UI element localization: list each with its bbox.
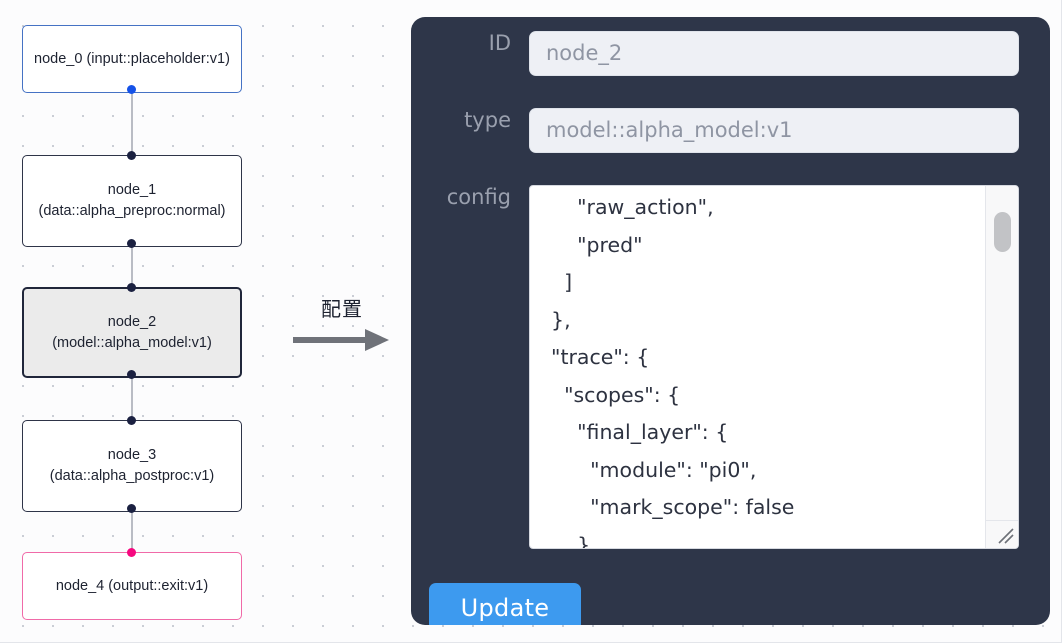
config-scrollbar-thumb[interactable]	[994, 212, 1011, 252]
port-node_1-out[interactable]	[127, 239, 136, 248]
id-input[interactable]: node_2	[529, 31, 1019, 76]
edge-node0-node1	[131, 89, 133, 159]
update-button[interactable]: Update	[429, 583, 581, 625]
graph-node-label: node_4 (output::exit:v1)	[55, 577, 209, 594]
graph-node-label: node_3 (data::alpha_postproc:v1)	[49, 447, 215, 484]
port-node_4-in[interactable]	[127, 548, 136, 557]
graph-node-node_3[interactable]: node_3 (data::alpha_postproc:v1)	[22, 420, 242, 512]
graph-node-node_1[interactable]: node_1 (data::alpha_preproc:normal)	[22, 155, 242, 247]
graph-node-label: node_0 (input::placeholder:v1)	[34, 50, 230, 67]
graph-node-node_2[interactable]: node_2 (model::alpha_model:v1)	[22, 287, 242, 378]
graph-node-label: node_1 (data::alpha_preproc:normal)	[38, 182, 226, 219]
graph-node-node_0[interactable]: node_0 (input::placeholder:v1)	[22, 25, 242, 93]
arrow-right-icon	[293, 329, 389, 351]
port-node_3-in[interactable]	[127, 416, 136, 425]
port-node_2-in[interactable]	[127, 283, 136, 292]
config-textarea-wrapper: "raw_action", "pred" ] }, "trace": { "sc…	[529, 185, 1019, 549]
form-row-config: config "raw_action", "pred" ] }, "trace"…	[429, 185, 1019, 549]
resize-grip-icon[interactable]	[985, 520, 1018, 548]
transition-label: 配置	[321, 297, 363, 321]
form-row-id: ID node_2	[429, 31, 1019, 76]
config-vertical-scrollbar[interactable]	[985, 186, 1018, 548]
graph-node-label: node_2 (model::alpha_model:v1)	[52, 313, 212, 351]
port-node_1-in[interactable]	[127, 151, 136, 160]
edge-node3-node4	[131, 508, 133, 556]
port-node_2-out[interactable]	[127, 370, 136, 379]
node-config-panel: ID node_2 type model::alpha_model:v1 con…	[411, 17, 1050, 625]
config-textarea[interactable]: "raw_action", "pred" ] }, "trace": { "sc…	[551, 195, 795, 549]
id-field-label: ID	[488, 31, 511, 55]
edge-node1-node2	[131, 243, 133, 291]
transition-annotation: 配置	[287, 296, 397, 352]
type-field-label: type	[464, 108, 511, 132]
config-field-label: config	[446, 185, 511, 209]
form-row-type: type model::alpha_model:v1	[429, 108, 1019, 153]
port-node_0-out[interactable]	[127, 85, 136, 94]
type-input[interactable]: model::alpha_model:v1	[529, 108, 1019, 153]
port-node_3-out[interactable]	[127, 504, 136, 513]
graph-node-node_4[interactable]: node_4 (output::exit:v1)	[22, 552, 242, 620]
edge-node2-node3	[131, 374, 133, 424]
